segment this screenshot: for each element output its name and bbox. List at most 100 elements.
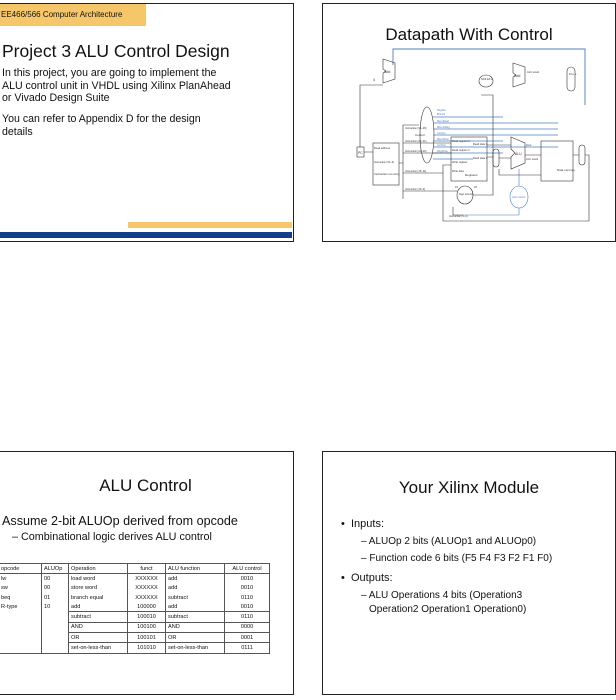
instruction-memory-shape bbox=[372, 142, 400, 186]
table-cell: sw bbox=[0, 583, 42, 593]
registers-shape bbox=[450, 136, 488, 182]
table-cell: 00 bbox=[41, 583, 69, 593]
table-cell: store word bbox=[68, 583, 128, 593]
slide-title: Datapath With Control bbox=[385, 25, 553, 44]
alu-control-label: ALU control bbox=[512, 195, 526, 199]
write-data-label: Write data bbox=[452, 169, 464, 173]
alu-label: ALU bbox=[515, 152, 522, 156]
table-cell: add bbox=[165, 583, 225, 593]
table-cell: subtract bbox=[165, 592, 225, 603]
ctrl-regwrite: RegWrite bbox=[437, 149, 448, 153]
ctrl-branch: Branch bbox=[437, 112, 446, 116]
bullet-inputs: • Inputs: bbox=[341, 518, 385, 530]
instr-5-0-label: Instruction [5–0] bbox=[449, 214, 468, 218]
slide-xilinx-module[interactable]: Your Xilinx Module • Inputs: – ALUOp 2 b… bbox=[322, 451, 616, 695]
const-four-label: 4 bbox=[373, 78, 375, 82]
input-funct-item: – Function code 6 bits (F5 F4 F3 F2 F1 F… bbox=[361, 553, 553, 564]
header-alu-control: ALU control bbox=[224, 562, 270, 575]
mux-alusrc-shape bbox=[492, 148, 500, 168]
table-cell: branch equal bbox=[68, 592, 128, 603]
assumption-line: Assume 2-bit ALUOp derived from opcode bbox=[2, 514, 238, 528]
adder-pc-shape bbox=[382, 58, 396, 84]
course-label: EE466/566 Computer Architecture bbox=[1, 10, 123, 19]
table-cell: 00 bbox=[41, 573, 69, 584]
ctrl-aluop: ALUOp bbox=[437, 131, 446, 135]
bullet-outputs: • Outputs: bbox=[341, 572, 393, 584]
read-register-2-label: Read register 2 bbox=[452, 148, 470, 152]
table-cell: beq bbox=[0, 592, 42, 603]
mux-writeback-shape bbox=[578, 144, 586, 166]
registers-label: Registers bbox=[465, 173, 478, 177]
paragraph-2: You can refer to Appendix D for the desi… bbox=[2, 113, 201, 138]
table-cell bbox=[0, 611, 42, 623]
table-cell: AND bbox=[68, 621, 128, 633]
bits-32-label: 32 bbox=[474, 185, 477, 189]
table-cell: 0110 bbox=[224, 611, 270, 623]
shift-left-shape bbox=[478, 74, 494, 88]
input-aluop-item: – ALUOp 2 bits (ALUOp1 and ALUOp0) bbox=[361, 536, 537, 547]
slide-title: ALU Control bbox=[99, 476, 192, 495]
table-cell: 100000 bbox=[127, 602, 166, 612]
adder-result-label: ALU result bbox=[527, 70, 539, 74]
table-cell: subtract bbox=[68, 611, 128, 623]
logic-line: – Combinational logic derives ALU contro… bbox=[12, 531, 212, 543]
table-cell: 0010 bbox=[224, 583, 270, 593]
read-address-label: Read address bbox=[374, 146, 391, 150]
zero-label: Zero bbox=[526, 143, 532, 147]
table-cell: 01 bbox=[41, 592, 69, 603]
table-cell: R-type bbox=[0, 602, 42, 612]
table-cell bbox=[0, 632, 42, 643]
adder-branch-label: Add bbox=[514, 74, 520, 78]
instr-15-0-label: Instruction [15–0] bbox=[405, 187, 425, 191]
read-data-1-label: Read data 1 bbox=[473, 142, 488, 146]
control-label: Control bbox=[415, 133, 425, 137]
alu-shape bbox=[510, 136, 526, 170]
table-cell: AND bbox=[165, 621, 225, 633]
alu-result-label: ALU result bbox=[526, 157, 538, 161]
table-cell: add bbox=[68, 602, 128, 612]
bits-16-label: 16 bbox=[455, 185, 458, 189]
table-cell: 0110 bbox=[224, 592, 270, 603]
adder-pc-label: Add bbox=[384, 70, 390, 74]
table-cell: set-on-less-than bbox=[165, 642, 225, 654]
table-cell: 0000 bbox=[224, 621, 270, 633]
ctrl-regdst: RegDst bbox=[437, 108, 446, 112]
write-register-label: Write register bbox=[452, 160, 468, 164]
instr-31-26-label: Instruction [31–26] bbox=[405, 126, 427, 130]
table-cell: XXXXXX bbox=[127, 583, 166, 593]
data-memory-shape bbox=[540, 140, 574, 182]
instr-15-11-label: Instruction [15–11] bbox=[405, 169, 426, 173]
ctrl-memread: MemRead bbox=[437, 119, 450, 123]
slide-title: Your Xilinx Module bbox=[398, 478, 540, 497]
sign-extend-label: Sign extend bbox=[459, 192, 473, 196]
instruction-label: Instruction [31–0] bbox=[374, 160, 394, 164]
table-cell: load word bbox=[68, 573, 128, 584]
datapath-diagram: Add 4 Shift left 2 Add ALU result M u x … bbox=[356, 48, 590, 222]
table-cell: XXXXXX bbox=[127, 573, 166, 584]
table-cell: 0010 bbox=[224, 602, 270, 612]
gold-accent-bar bbox=[128, 222, 292, 228]
shift-left-label: Shift left 2 bbox=[481, 77, 493, 81]
table-cell bbox=[41, 611, 69, 623]
slide-datapath[interactable]: Datapath With Control Add 4 Shift left 2… bbox=[322, 3, 616, 242]
slide-project3[interactable]: EE466/566 Computer Architecture Project … bbox=[0, 3, 294, 242]
table-cell: lw bbox=[0, 573, 42, 584]
output-operation-cont: Operation2 Operation1 Operation0) bbox=[369, 604, 527, 615]
table-cell: 10 bbox=[41, 602, 69, 612]
table-cell: add bbox=[165, 573, 225, 584]
header-alu-function: ALU function bbox=[165, 562, 225, 575]
header-opcode: opcode bbox=[0, 562, 42, 575]
paragraph-1: In this project, you are going to implem… bbox=[2, 67, 231, 105]
header-funct: funct bbox=[127, 562, 166, 575]
output-operation-item: – ALU Operations 4 bits (Operation3 bbox=[361, 590, 523, 601]
pc-label: PC bbox=[358, 151, 363, 155]
slide-alu-control[interactable]: ALU Control Assume 2-bit ALUOp derived f… bbox=[0, 451, 294, 695]
adder-branch-shape bbox=[512, 62, 526, 88]
slide-title: Project 3 ALU Control Design bbox=[2, 41, 230, 61]
table-cell bbox=[41, 622, 69, 633]
